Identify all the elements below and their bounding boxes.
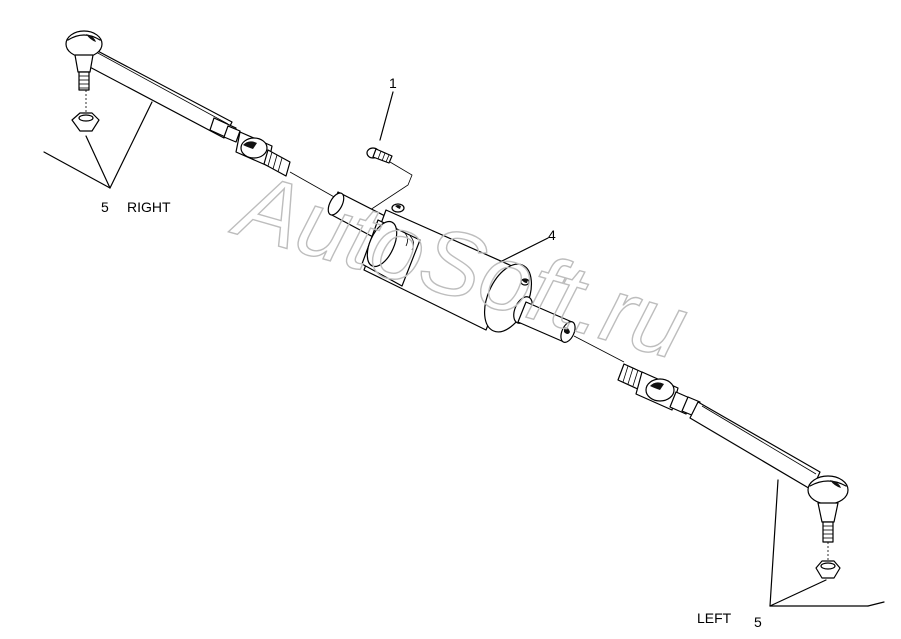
left-tie-rod-tube bbox=[689, 401, 821, 491]
right-tie-rod-assembly bbox=[65, 30, 337, 199]
callout-5-right-leaders bbox=[43, 101, 153, 189]
callout-4-number: 4 bbox=[548, 227, 556, 243]
left-stud-thread bbox=[822, 521, 834, 543]
left-ball-stud bbox=[817, 502, 839, 523]
watermark: AutoSoft.ru bbox=[222, 153, 697, 379]
right-tie-rod-tube bbox=[83, 47, 233, 139]
callout-5-left-number: 5 bbox=[754, 614, 762, 630]
left-ball-joint-head bbox=[807, 475, 849, 505]
left-tie-rod-assembly bbox=[617, 363, 849, 579]
callout-5-left-leaders bbox=[769, 479, 885, 607]
right-ball-stud bbox=[74, 54, 94, 73]
callout-5-right-label: RIGHT bbox=[127, 199, 171, 215]
bolt-item-1 bbox=[366, 91, 413, 211]
callout-4-leader bbox=[499, 237, 549, 263]
right-castle-nut bbox=[71, 112, 100, 132]
right-stud-thread bbox=[78, 71, 90, 91]
power-cylinder-item-4 bbox=[327, 191, 625, 363]
callout-5-right-number: 5 bbox=[101, 199, 109, 215]
callout-5-left-label: LEFT bbox=[697, 610, 732, 626]
callout-1-number: 1 bbox=[389, 75, 397, 91]
